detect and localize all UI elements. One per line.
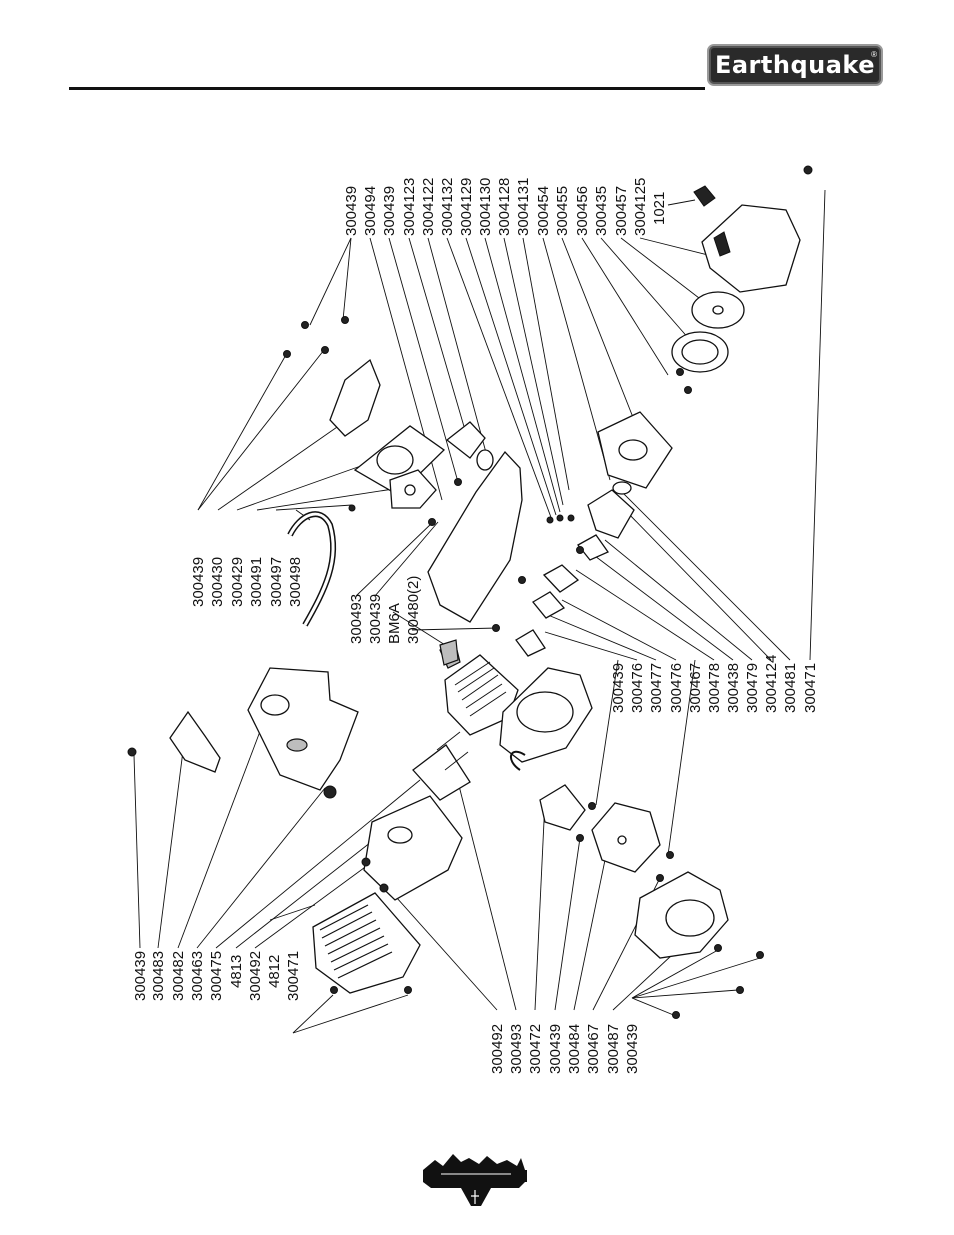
- pull-starter: [591, 802, 661, 873]
- callout-label: 300438: [725, 663, 742, 713]
- callout-label: 300498: [287, 557, 304, 607]
- callout-label: 3004131: [515, 178, 532, 236]
- callout-label: 300439: [190, 557, 207, 607]
- callout-label: BM6A: [386, 603, 403, 644]
- air-box: [329, 358, 381, 437]
- callout-label: 300430: [209, 557, 226, 607]
- clutch-housing: [634, 871, 729, 959]
- callout-label: 300471: [285, 951, 302, 1001]
- clutch-ring: [671, 331, 729, 373]
- callout-label: 300479: [744, 663, 761, 713]
- callout-label: 1021: [651, 192, 668, 225]
- callout-label: 3004130: [477, 178, 494, 236]
- callout-label: 300439: [547, 1024, 564, 1074]
- callout-label: 300439: [381, 186, 398, 236]
- callout-label: 3004128: [496, 178, 513, 236]
- callout-label: 300456: [574, 186, 591, 236]
- callout-label: 300454: [535, 186, 552, 236]
- earthquake-logo: Earthquake ®: [707, 44, 883, 86]
- callout-label: 300467: [585, 1024, 602, 1074]
- callout-label: 300494: [362, 186, 379, 236]
- callout-label: 300482: [170, 951, 187, 1001]
- callout-label: 300481: [782, 663, 799, 713]
- air-filter-housing: [247, 667, 359, 799]
- flywheel-disc: [691, 291, 745, 329]
- callout-label: 300439: [343, 186, 360, 236]
- callout-label: 300497: [268, 557, 285, 607]
- small-connector: [693, 185, 716, 207]
- carburetor: [389, 469, 437, 509]
- callout-label: 300478: [706, 663, 723, 713]
- exhaust-plate: [412, 731, 471, 801]
- callout-label: 300476: [629, 663, 646, 713]
- callout-label: 300493: [348, 594, 365, 644]
- carb-gaskets: [515, 534, 609, 657]
- callouts-middle-lower: 300493 300439 BM6A 300480(2): [348, 576, 422, 644]
- callout-label: 300480(2): [405, 576, 422, 644]
- callout-label: 300476: [668, 663, 685, 713]
- muffler-cover: [312, 892, 421, 994]
- callout-label: 300492: [247, 951, 264, 1001]
- muffler-gasket: [363, 795, 463, 901]
- callout-label: 300439: [610, 663, 627, 713]
- mountain-emblem-icon: [423, 1154, 527, 1206]
- callout-label: 300439: [132, 951, 149, 1001]
- callout-label: 3004132: [439, 178, 456, 236]
- callout-label: 3004129: [458, 178, 475, 236]
- callout-label: 3004123: [401, 178, 418, 236]
- ignition-coil: [445, 421, 486, 459]
- callout-label: 300493: [508, 1024, 525, 1074]
- callout-label: 300487: [605, 1024, 622, 1074]
- callout-label: 4813: [228, 955, 245, 988]
- callout-label: 3004122: [420, 178, 437, 236]
- spark-plug: [439, 639, 459, 666]
- callout-label: 300439: [624, 1024, 641, 1074]
- callout-label: 300463: [189, 951, 206, 1001]
- callouts-left: 300439 300483 300482 300463 300475 4813 …: [132, 951, 302, 1001]
- callouts-middle-upper: 300439 300430 300429 300491 300497 30049…: [190, 557, 304, 607]
- flywheel-housing: [587, 481, 635, 539]
- callout-label: 300477: [648, 663, 665, 713]
- callouts-bottom: 300492 300493 300472 300439 300484 30046…: [489, 1024, 641, 1074]
- carburetor-plate: [353, 425, 446, 496]
- callout-label: 300475: [208, 951, 225, 1001]
- recoil-bracket: [510, 750, 586, 831]
- callout-label: 300455: [554, 186, 571, 236]
- logo-text: Earthquake: [714, 51, 876, 79]
- callout-label: 300491: [248, 557, 265, 607]
- callouts-right-lower: 300439 300476 300477 300476 300467 30047…: [610, 655, 819, 713]
- screws: [127, 165, 813, 1019]
- fuel-line: [287, 511, 337, 627]
- callout-label: 300429: [229, 557, 246, 607]
- callout-label: 300435: [593, 186, 610, 236]
- top-cover: [701, 204, 801, 293]
- crankcase: [499, 667, 593, 763]
- starter-housing: [597, 411, 673, 489]
- logo-registered-mark: ®: [871, 50, 877, 59]
- leader-lines: [133, 189, 826, 1034]
- callout-label: 4812: [266, 955, 283, 988]
- callout-label: 3004125: [632, 178, 649, 236]
- header-rule: [69, 87, 705, 90]
- callout-label: 3004124: [763, 655, 780, 713]
- callout-label: 300492: [489, 1024, 506, 1074]
- callout-label: 300483: [150, 951, 167, 1001]
- callout-label: 300472: [527, 1024, 544, 1074]
- callouts-top-right: 300439 300494 300439 3004123 3004122 300…: [343, 178, 668, 236]
- fuel-tank: [427, 449, 523, 623]
- callout-label: 300457: [613, 186, 630, 236]
- callout-label: 300471: [802, 663, 819, 713]
- callout-label: 300484: [566, 1024, 583, 1074]
- air-filter-cover: [169, 710, 221, 773]
- callout-label: 300439: [367, 594, 384, 644]
- callout-label: 300467: [687, 663, 704, 713]
